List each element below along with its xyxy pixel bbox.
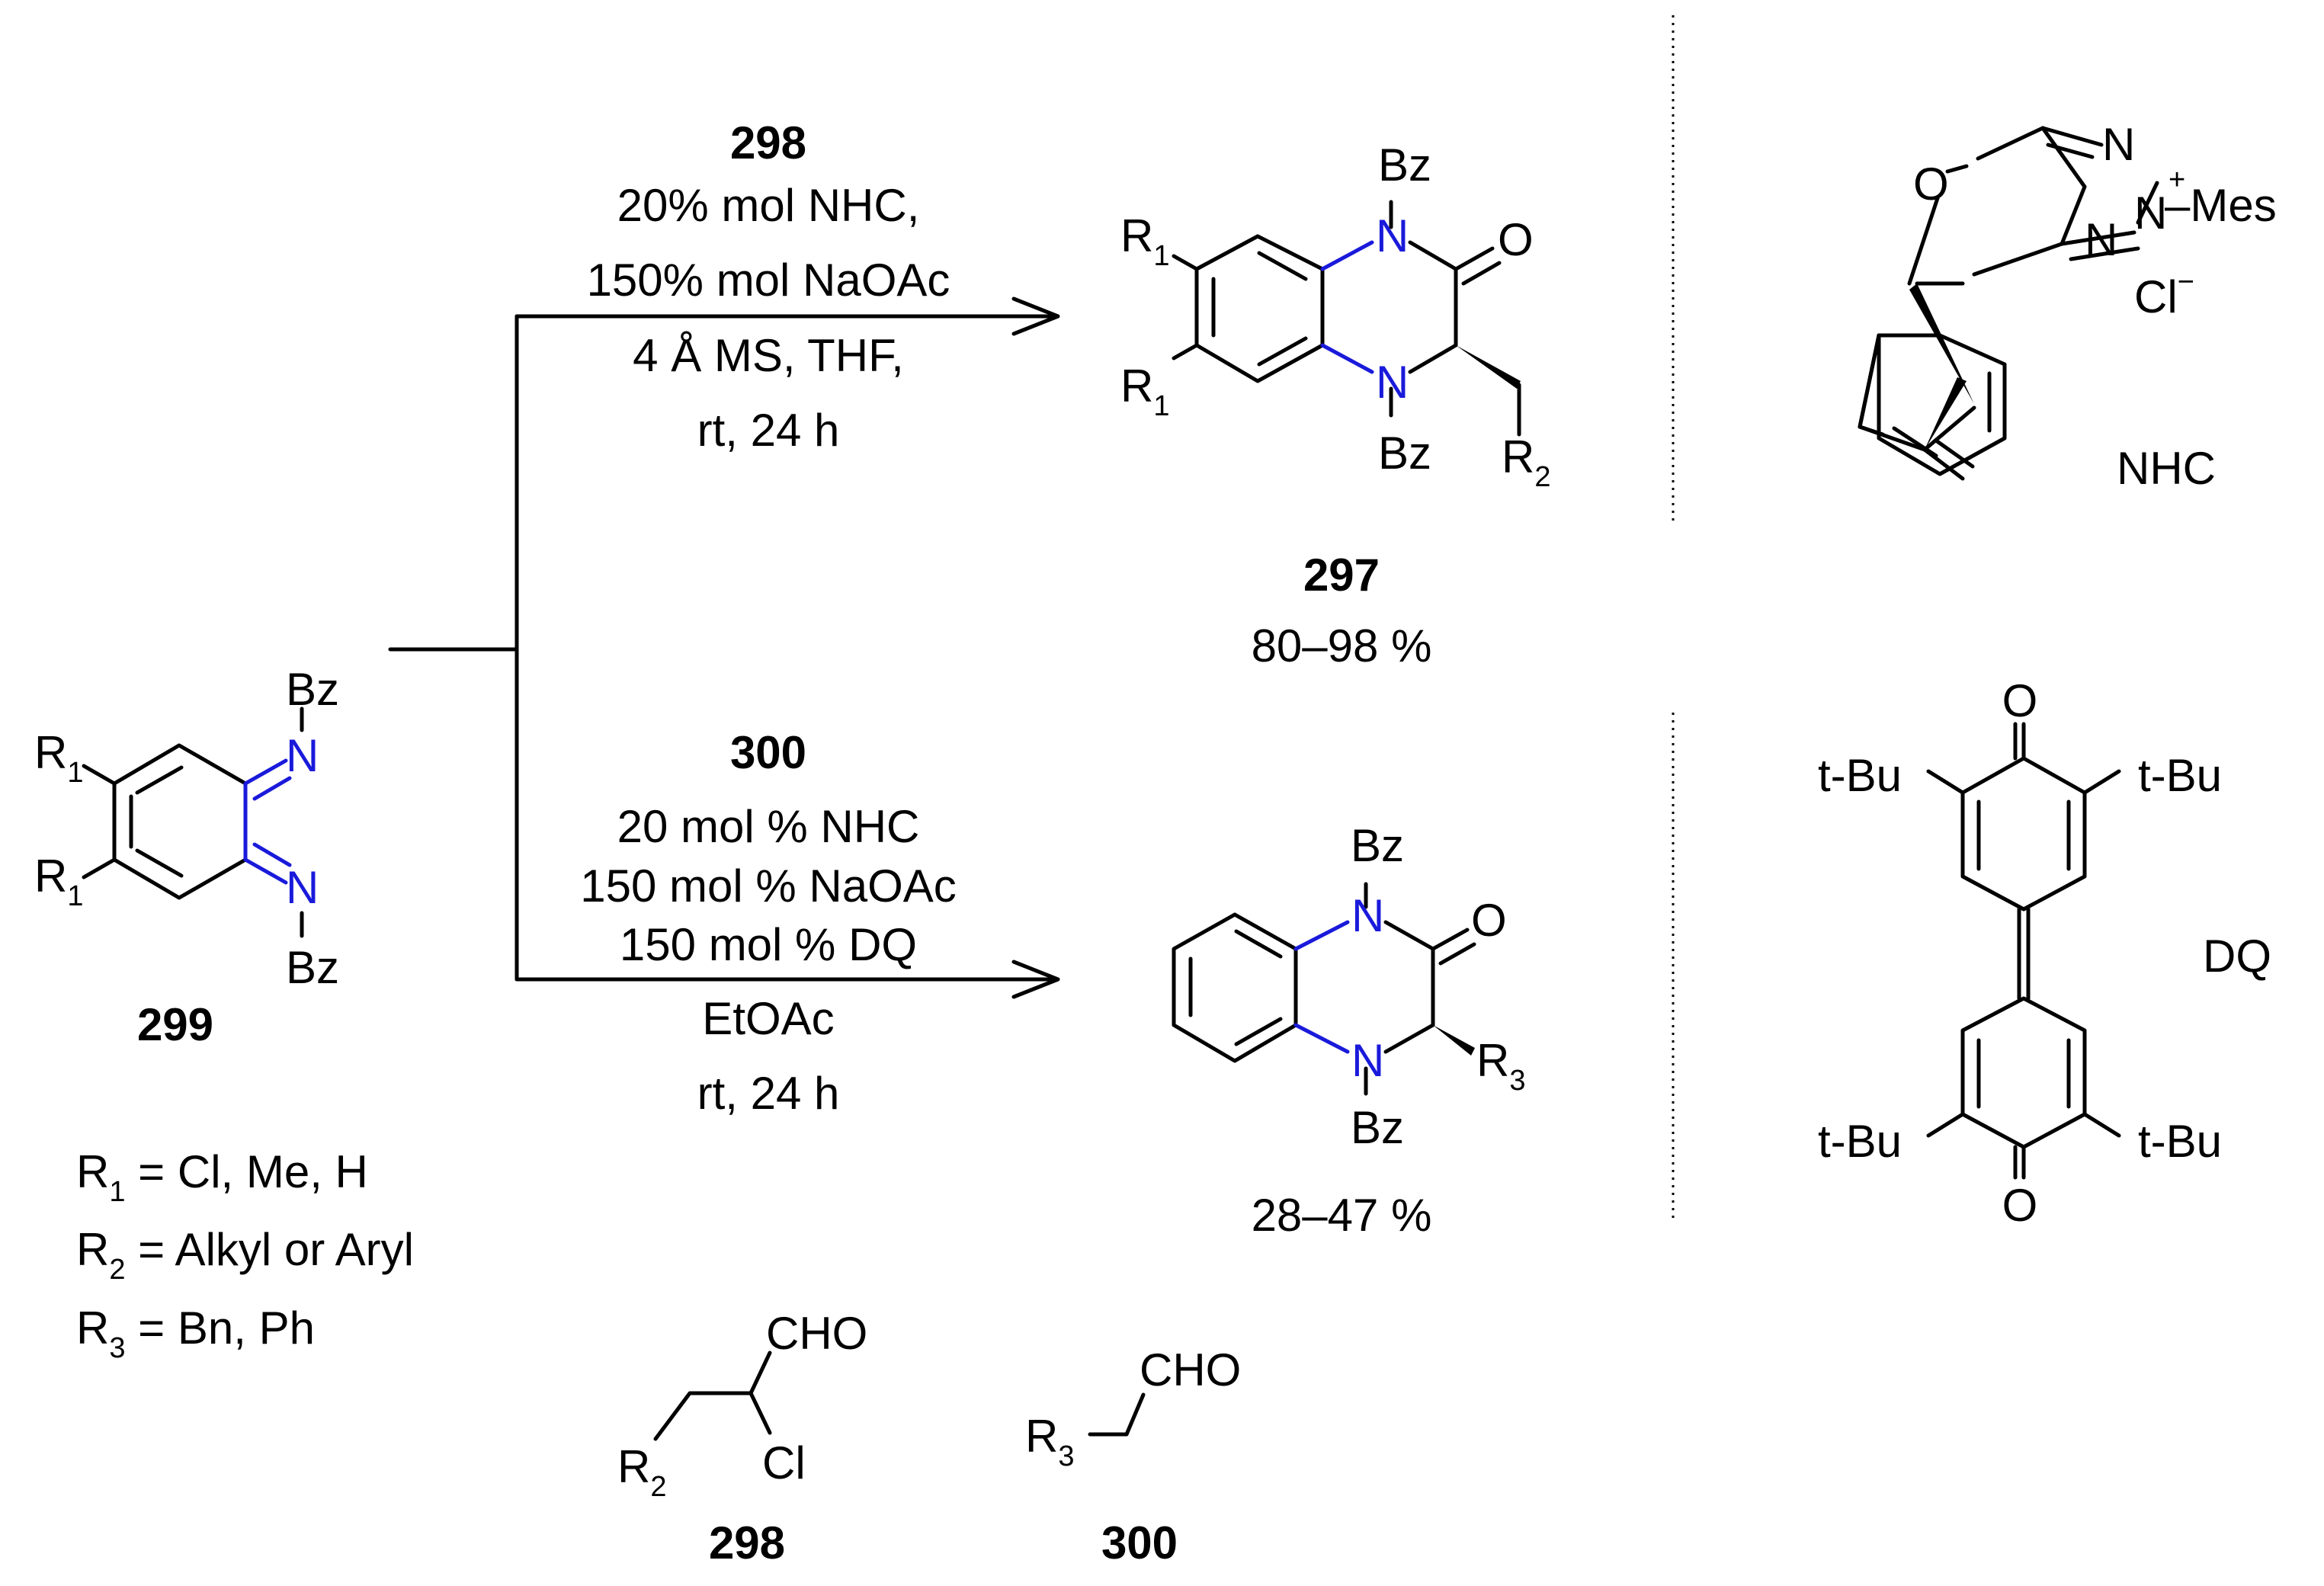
dq-tbu-bottom-right: t-Bu [2138, 1116, 2222, 1167]
compound-299-bz-top: Bz [286, 664, 339, 715]
lower-condition-line-4: EtOAc [702, 993, 834, 1044]
lower-condition-line-1: 20 mol % NHC [617, 801, 920, 852]
compound-297-r1-bottom: R1 [1120, 360, 1169, 422]
lower-arrowhead [1011, 960, 1060, 999]
compound-299-bz-bottom: Bz [286, 942, 339, 993]
lower-product-carbonyl-o: O [1471, 895, 1507, 946]
dq-tbu-bottom-left: t-Bu [1818, 1116, 1902, 1167]
compound-299-r1-bottom: R1 [34, 851, 83, 912]
dq-o-top: O [2002, 675, 2038, 726]
nhc-oxygen: O [1913, 159, 1949, 210]
nhc-mes: –Mes [2165, 180, 2277, 231]
reagent-298-structure [653, 1351, 772, 1441]
nhc-n-ring: N [2085, 214, 2117, 265]
dq-structure [1926, 722, 2121, 1180]
upper-condition-line-1: 20% mol NHC, [617, 180, 920, 231]
lower-product-r3: R3 [1476, 1035, 1525, 1097]
compound-297-r2: R2 [1502, 431, 1550, 493]
upper-reagent-number: 298 [730, 117, 806, 168]
lower-product-structure [1172, 882, 1476, 1096]
compound-299-r1-top: R1 [34, 727, 83, 789]
compound-299-structure [82, 706, 304, 938]
upper-arrowhead [1011, 296, 1060, 336]
nhc-n-top: N [2102, 119, 2135, 170]
dq-tbu-top-left: t-Bu [1818, 750, 1902, 801]
nhc-label: NHC [2117, 443, 2216, 494]
dq-o-bottom: O [2002, 1180, 2038, 1231]
lower-condition-line-3: 150 mol % DQ [620, 919, 917, 970]
reagent-298-r2: R2 [617, 1441, 666, 1503]
compound-297-bz-top: Bz [1378, 139, 1431, 191]
nhc-plus-sign: + [2169, 164, 2185, 196]
lower-product-n-bottom: N [1351, 1035, 1384, 1086]
lower-condition-line-5: rt, 24 h [697, 1068, 840, 1119]
dq-tbu-top-right: t-Bu [2138, 750, 2222, 801]
compound-297-bz-bottom: Bz [1378, 428, 1431, 479]
reagent-300-r3: R3 [1025, 1411, 1074, 1472]
reagent-300-structure [1088, 1392, 1146, 1437]
reagent-298-number: 298 [709, 1517, 785, 1568]
compound-297-n-top: N [1376, 210, 1409, 261]
definition-r2: R2 = Alkyl or Aryl [76, 1224, 414, 1286]
reagent-300-number: 300 [1101, 1517, 1178, 1568]
reagent-298-cho: CHO [766, 1308, 867, 1359]
definition-r3: R3 = Bn, Ph [76, 1302, 315, 1364]
nhc-n-plus: N [2134, 187, 2167, 239]
compound-297-n-bottom: N [1376, 357, 1409, 408]
compound-297-number: 297 [1303, 549, 1380, 601]
dq-label: DQ [2203, 931, 2271, 982]
lower-product-n-top: N [1351, 890, 1384, 941]
compound-297-carbonyl-o: O [1498, 214, 1534, 265]
lower-condition-line-2: 150 mol % NaOAc [580, 860, 957, 912]
upper-condition-line-4: rt, 24 h [697, 405, 840, 456]
reagent-300-cho: CHO [1140, 1344, 1241, 1395]
lower-product-bz-top: Bz [1351, 820, 1404, 871]
nhc-structure [1858, 126, 2159, 481]
lower-reagent-number: 300 [730, 727, 806, 778]
reaction-arrows [388, 314, 1058, 982]
upper-condition-line-3: 4 Å MS, THF, [633, 330, 904, 381]
lower-product-bz-bottom: Bz [1351, 1102, 1404, 1153]
lower-product-yield: 28–47 % [1252, 1190, 1432, 1241]
definition-r1: R1 = Cl, Me, H [76, 1146, 368, 1208]
nhc-chloride: Cl− [2134, 266, 2194, 322]
upper-condition-line-2: 150% mol NaOAc [587, 255, 950, 306]
reagent-298-cl: Cl [762, 1437, 806, 1488]
compound-299-number: 299 [137, 999, 213, 1050]
compound-297-r1-top: R1 [1120, 210, 1169, 272]
compound-299-n-top: N [286, 730, 319, 781]
compound-299-n-bottom: N [286, 862, 319, 913]
compound-297-structure [1172, 200, 1521, 437]
compound-297-yield: 80–98 % [1252, 620, 1432, 671]
